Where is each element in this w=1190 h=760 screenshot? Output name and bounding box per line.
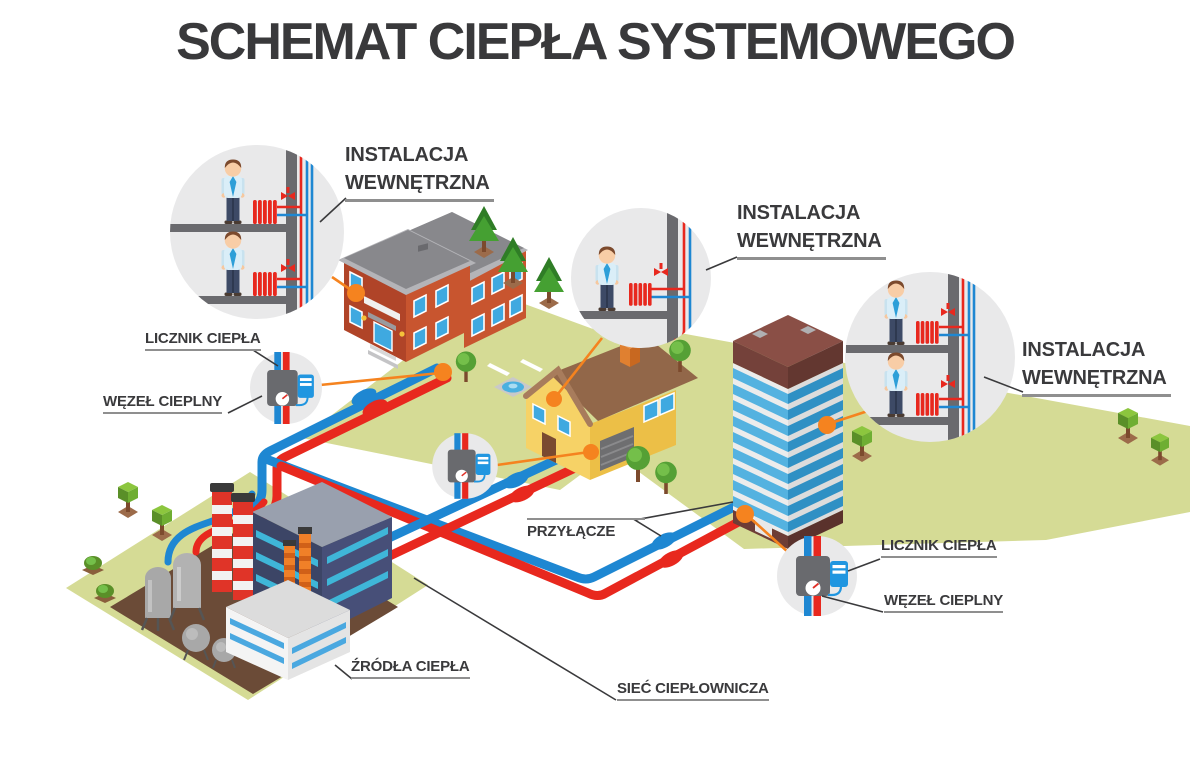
label-line: INSTALACJA [345, 144, 469, 166]
school-windows [349, 270, 449, 351]
label-heat-meter-right: LICZNIK CIEPŁA [881, 537, 997, 559]
return-pipe-tower [261, 454, 739, 584]
substation-meter-left [249, 351, 323, 425]
label-substation-right: WĘZEŁ CIEPLNY [884, 592, 1003, 614]
apartment-tower [733, 315, 843, 549]
label-connection: PRZYŁĄCZE [527, 518, 646, 540]
label-heating-network: SIEĆ CIEPŁOWNICZA [617, 680, 769, 702]
page-title: SCHEMAT CIEPŁA SYSTEMOWEGO [176, 13, 1016, 71]
park-bench [487, 363, 510, 376]
plant-chimneys [210, 483, 312, 600]
house-windows [532, 391, 675, 438]
label-line: WEWNĘTRZNA [345, 172, 490, 195]
connector-house-meter [496, 450, 590, 467]
connector-lines [319, 275, 875, 554]
label-line: INSTALACJA [737, 202, 861, 224]
internal-installation-callout-2 [571, 208, 711, 348]
heating-network-pipes [247, 363, 749, 600]
supply-pipe-tower [276, 461, 749, 600]
park-bench [520, 359, 543, 372]
school-entrance [361, 296, 405, 369]
label-line: WEWNĘTRZNA [1022, 367, 1167, 390]
label-heat-sources: ŹRÓDŁA CIEPŁA [351, 658, 470, 680]
label-internal-installation-1: INSTALACJA WEWNĘTRZNA [345, 141, 494, 202]
label-substation-left: WĘZEŁ CIEPLNY [103, 393, 222, 415]
label-line: WEWNĘTRZNA [737, 230, 882, 253]
fountain [494, 377, 532, 397]
connector-dots [347, 284, 836, 523]
internal-installation-callout-3 [845, 272, 1015, 442]
connector-house-callout [552, 337, 604, 400]
radiator-icon [629, 283, 652, 306]
internal-installation-callout-1 [170, 145, 344, 319]
return-pipe-school [247, 363, 442, 513]
radiator-icon [916, 321, 939, 344]
plant-office-building [226, 580, 350, 680]
plant-silos [140, 553, 236, 669]
substation-meter-right [775, 534, 859, 618]
tower-glass-left [733, 368, 788, 532]
label-internal-installation-3: INSTALACJA WEWNĘTRZNA [1022, 336, 1171, 397]
radiator-icon [253, 272, 277, 296]
label-internal-installation-2: INSTALACJA WEWNĘTRZNA [737, 199, 886, 260]
connector-tower-meter [747, 515, 790, 554]
tower-glass-right [788, 368, 843, 532]
radiator-icon [916, 393, 939, 416]
house [523, 336, 698, 480]
house-door [542, 432, 556, 463]
label-heat-meter-left: LICZNIK CIEPŁA [145, 330, 261, 352]
label-line: INSTALACJA [1022, 339, 1146, 361]
connector-school-meter [319, 371, 441, 387]
heat-plant [82, 482, 398, 694]
radiator-icon [253, 200, 277, 224]
supply-pipe-house [353, 453, 601, 576]
park [455, 206, 665, 398]
substation-meter-middle [431, 432, 499, 500]
